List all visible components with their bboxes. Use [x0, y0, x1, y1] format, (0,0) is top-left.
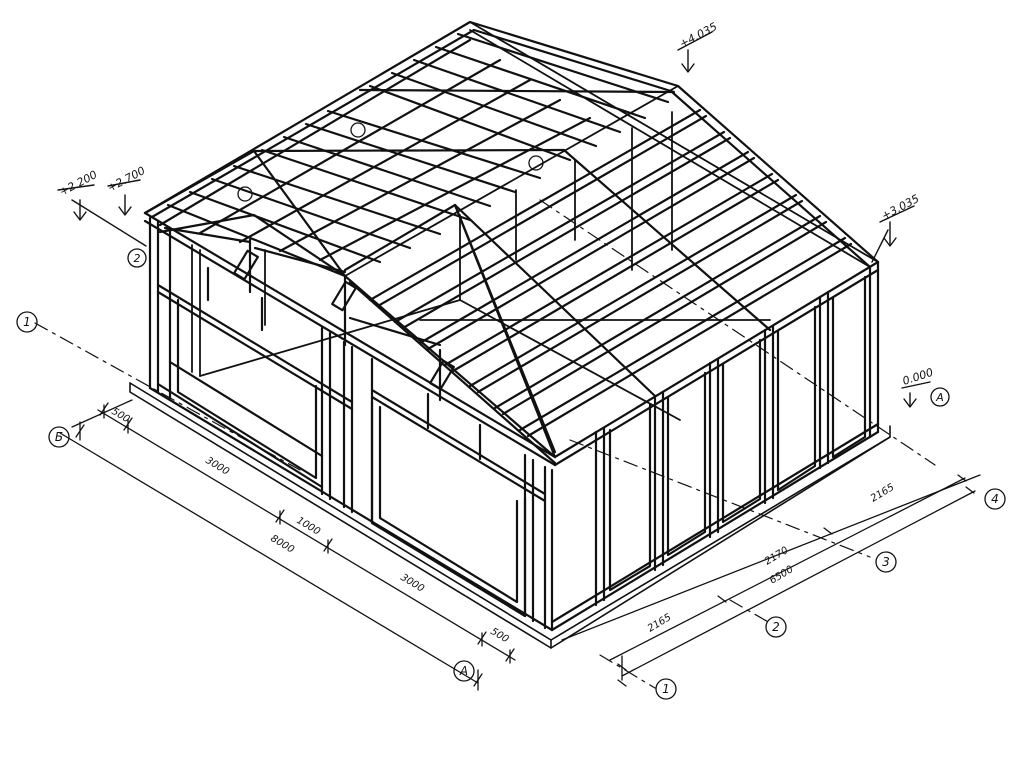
dim-right-2165-near: 2165 [646, 612, 673, 635]
axis-label-1-left: 1 [23, 315, 31, 329]
elevation-left-2: +2.700 [105, 164, 147, 195]
elevation-left-1: +2.200 [57, 168, 99, 199]
axis-bubble-3 [875, 551, 897, 573]
axis-label-3: 3 [882, 555, 890, 569]
axis-bubble-1-left [16, 311, 38, 333]
dim-left-3000-top: 3000 [203, 455, 230, 478]
elevation-eave-right: +3.035 [879, 192, 921, 223]
dim-right-total: 6500 [768, 564, 795, 587]
dimension-lines [59, 399, 981, 691]
axis-bubble-4 [984, 488, 1006, 510]
axis-bubble-2-left [127, 248, 147, 268]
axis-label-4: 4 [991, 492, 999, 506]
dim-left-1000: 1000 [294, 515, 321, 538]
dim-left-total: 8000 [268, 533, 295, 556]
axis-bubble-A-bottom [453, 660, 475, 682]
axis-label-A-bottom: А [459, 664, 468, 678]
roof-left-slope [143, 20, 680, 278]
dim-left-500-bottom: 500 [488, 626, 510, 645]
axis-bubble-B [48, 426, 70, 448]
axis-bubble-1 [655, 678, 677, 700]
level-markers [57, 31, 931, 408]
dim-left-3000-bottom: 3000 [398, 572, 425, 595]
elevation-ridge: +4.035 [677, 20, 719, 51]
dim-right-2165-far: 2165 [869, 482, 896, 505]
foundation-slab [129, 382, 891, 649]
axis-bubble-2 [765, 616, 787, 638]
axis-bubble-A-right [930, 387, 950, 407]
axis-label-B: Б [55, 430, 63, 444]
side-wall-frame [550, 260, 880, 632]
axis-label-A-right: А [935, 391, 944, 404]
axis-label-1: 1 [662, 682, 670, 696]
axis-label-2-left: 2 [134, 252, 141, 265]
roof-right-slope [343, 84, 880, 465]
dim-right-2170: 2170 [763, 545, 790, 568]
front-wall-frame [143, 211, 557, 632]
axis-bubbles [16, 122, 1006, 700]
axis-label-2: 2 [772, 620, 780, 634]
